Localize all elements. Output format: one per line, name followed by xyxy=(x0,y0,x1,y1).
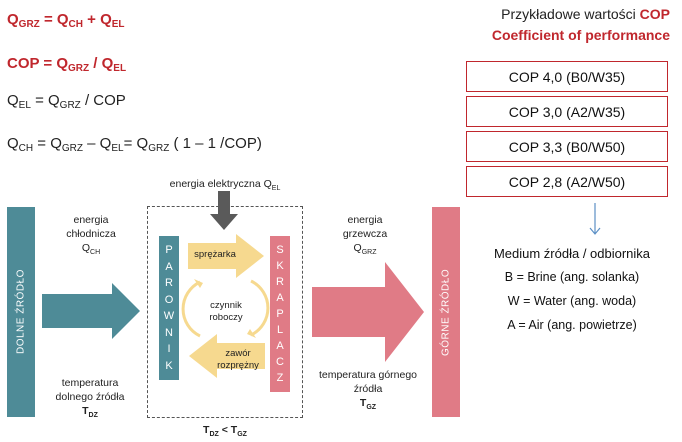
formula-heat-balance: QGRZ = QCH + QEL xyxy=(7,11,125,30)
cop-panel-subtitle: Coefficient of performance xyxy=(491,27,670,43)
lower-temperature-label: temperatura dolnego źródła TDZ xyxy=(55,377,125,419)
working-fluid-cycle-icon xyxy=(250,279,270,337)
cop-values-list: COP 4,0 (B0/W35) COP 3,0 (A2/W35) COP 3,… xyxy=(466,61,668,201)
legend-title: Medium źródła / odbiornika xyxy=(493,246,651,261)
arrow-down-icon xyxy=(589,203,601,235)
expansion-valve-arrow xyxy=(189,334,265,378)
electric-energy-label: energia elektryczna QEL xyxy=(169,178,281,192)
cop-value-box: COP 3,0 (A2/W35) xyxy=(466,96,668,127)
heating-energy-label: energia grzewcza QGRZ xyxy=(342,214,388,256)
legend-item: A = Air (ang. powietrze) xyxy=(507,318,637,332)
cooling-energy-label: energia chłodnicza QCH xyxy=(66,214,116,256)
upper-temperature-label: temperatura górnego źródła TGZ xyxy=(318,369,418,411)
cop-value-box: COP 4,0 (B0/W35) xyxy=(466,61,668,92)
heating-energy-arrow xyxy=(312,262,424,362)
formula-electric: QEL = QGRZ / COP xyxy=(7,92,126,111)
compressor-label: sprężarka xyxy=(194,249,236,260)
legend-item: W = Water (ang. woda) xyxy=(507,294,637,308)
cop-value-box: COP 2,8 (A2/W50) xyxy=(466,166,668,197)
cop-value-box: COP 3,3 (B0/W50) xyxy=(466,131,668,162)
formula-cop: COP = QGRZ / QEL xyxy=(7,55,127,74)
electric-energy-arrow xyxy=(210,191,238,230)
compressor-arrow xyxy=(188,234,264,278)
cop-panel-title: Przykładowe wartości COP xyxy=(501,6,670,22)
temperature-comparison-label: TDZ < TGZ xyxy=(203,424,247,438)
cooling-energy-arrow xyxy=(42,283,140,339)
legend-item: B = Brine (ang. solanka) xyxy=(504,270,640,284)
formula-cooling: QCH = QGRZ – QEL= QGRZ ( 1 – 1 /COP) xyxy=(7,135,262,154)
